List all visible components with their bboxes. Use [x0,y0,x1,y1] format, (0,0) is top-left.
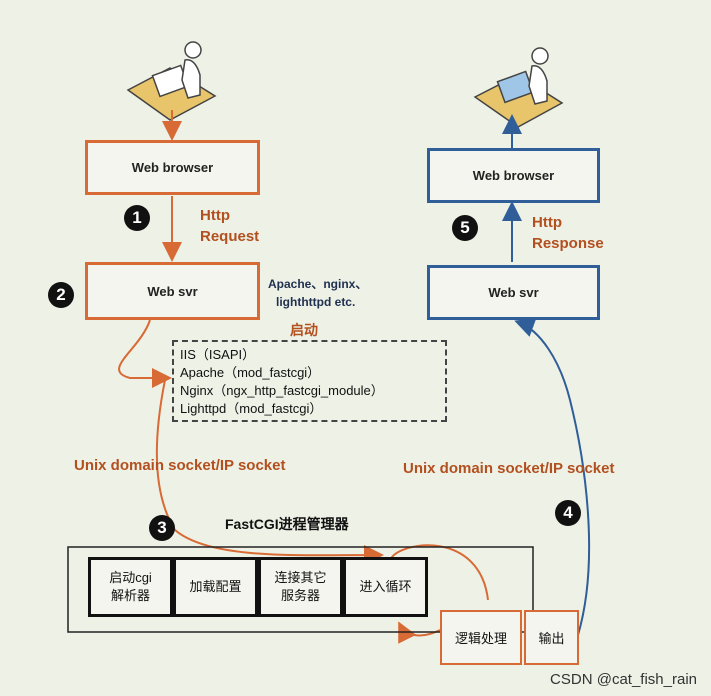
module-list: IIS（ISAPI） Apache（mod_fastcgi） Nginx（ngx… [172,340,447,422]
response-line1: Http [532,214,562,231]
module-lighttpd: Lighttpd（mod_fastcgi） [180,401,323,416]
step-4-badge: 4 [555,500,581,526]
step-2-badge: 2 [48,282,74,308]
stage-connect-servers: 连接其它服务器 [258,557,343,617]
module-iis: IIS（ISAPI） [180,347,256,362]
right-socket-label: Unix domain socket/IP socket [403,460,615,477]
http-response-label: Http Response [532,212,604,254]
left-web-browser: Web browser [85,140,260,195]
user-at-computer-icon [126,41,217,121]
start-label: 启动 [290,322,318,338]
left-web-server: Web svr [85,262,260,320]
fastcgi-manager-frame [67,546,534,633]
step-3-badge: 3 [149,515,175,541]
module-nginx: Nginx（ngx_http_fastcgi_module） [180,383,384,398]
user-at-computer-icon [473,47,564,128]
output-box: 输出 [524,610,579,665]
module-apache: Apache（mod_fastcgi） [180,365,321,380]
stage-enter-loop: 进入循环 [343,557,428,617]
logic-box: 逻辑处理 [440,610,522,665]
watermark: CSDN @cat_fish_rain [550,671,697,688]
response-line2: Response [532,235,604,252]
stage-load-config: 加载配置 [173,557,258,617]
request-line2: Request [200,228,260,245]
servers-line1: Apache、nginx、 [268,277,368,291]
server-examples: Apache、nginx、 lighthttpd etc. [268,275,367,311]
left-socket-label: Unix domain socket/IP socket [74,457,286,474]
stage-start-parser: 启动cgi解析器 [88,557,173,617]
step-1-badge: 1 [124,205,150,231]
request-line1: Http [200,207,230,224]
right-web-browser: Web browser [427,148,600,203]
step-5-badge: 5 [452,215,478,241]
http-request-label: Http Request [200,205,259,247]
right-web-server: Web svr [427,265,600,320]
servers-line2: lighthttpd etc. [276,295,356,309]
manager-title: FastCGI进程管理器 [225,516,349,532]
